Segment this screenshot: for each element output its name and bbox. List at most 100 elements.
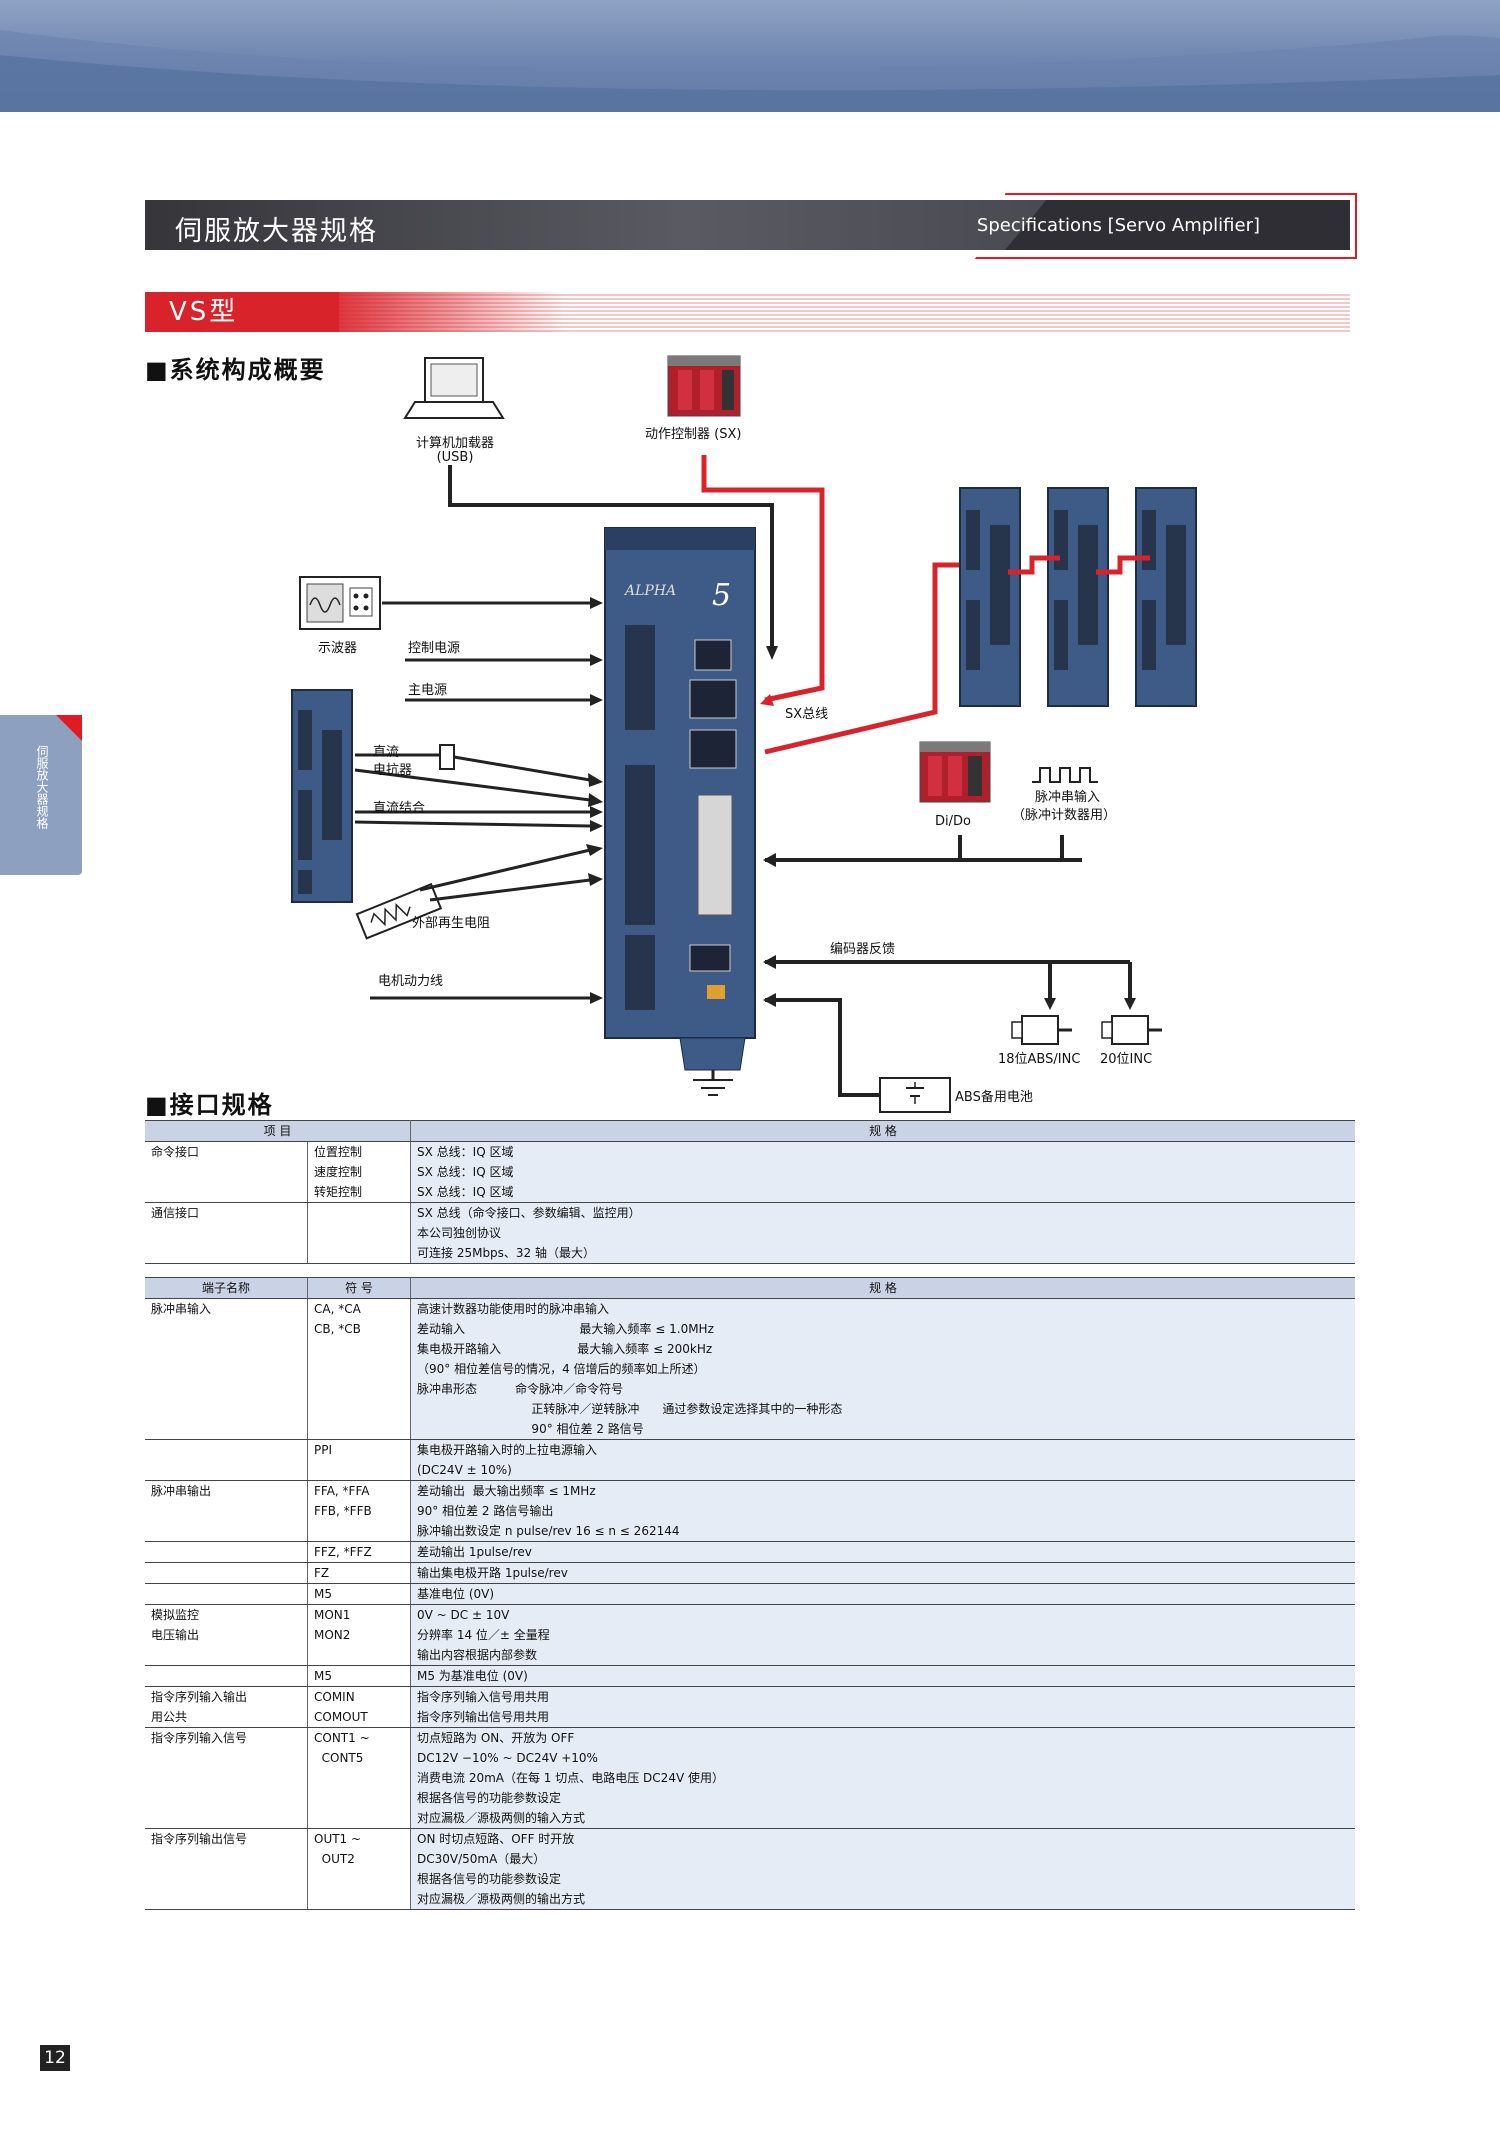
top-banner bbox=[0, 0, 1500, 112]
table-cell-c1: 指令序列输出信号 bbox=[145, 1828, 308, 1849]
table-cell-c2: M5 bbox=[307, 1665, 411, 1687]
label-dido: Di/Do bbox=[935, 814, 971, 829]
pulse-wave-icon bbox=[1032, 767, 1098, 783]
table-cell-c3: 脉冲输出数设定 n pulse/rev 16 ≤ n ≤ 262144 bbox=[410, 1521, 1355, 1542]
table-cell-c3: 根据各信号的功能参数设定 bbox=[410, 1788, 1355, 1808]
table-cell-c1: 脉冲串输入 bbox=[145, 1298, 308, 1319]
table-cell-c1 bbox=[145, 1541, 308, 1563]
regen-resistor-icon bbox=[355, 882, 443, 940]
label-dc-bus: 直流结合 bbox=[373, 801, 426, 816]
table-cell-c1 bbox=[145, 1521, 308, 1542]
table-cell-c2 bbox=[307, 1399, 411, 1419]
label-pulse-in-1: 脉冲串输入 bbox=[1035, 790, 1101, 805]
table-cell-c3: DC12V −10% ~ DC24V +10% bbox=[410, 1748, 1355, 1768]
table-cell-c1 bbox=[145, 1162, 308, 1182]
table-cell-c1 bbox=[145, 1645, 308, 1666]
table-cell-c2: MON1 bbox=[307, 1604, 411, 1625]
side-tab-corner bbox=[56, 715, 82, 741]
table-row: （90° 相位差信号的情况，4 倍增后的频率如上所述） bbox=[145, 1359, 1355, 1379]
table-cell-c2 bbox=[307, 1645, 411, 1666]
header-outline bbox=[975, 193, 1357, 259]
table-cell-c3: 90° 相位差 2 路信号输出 bbox=[410, 1501, 1355, 1521]
table-cell-c1 bbox=[145, 1665, 308, 1687]
label-pc: 计算机加载器 bbox=[415, 436, 494, 451]
table-cell-c3: 脉冲串形态 命令脉冲／命令符号 bbox=[410, 1379, 1355, 1399]
table-cell-c2: OUT1 ~ bbox=[307, 1828, 411, 1849]
label-main-power: 主电源 bbox=[408, 683, 448, 698]
table-cell-c3: 消费电流 20mA（在每 1 切点、电路电压 DC24V 使用） bbox=[410, 1768, 1355, 1788]
table-cell-c1 bbox=[145, 1379, 308, 1399]
label-enc20: 20位INC bbox=[1100, 1052, 1153, 1067]
label-regen-resistor: 外部再生电阻 bbox=[412, 916, 491, 931]
svg-text:5: 5 bbox=[712, 578, 731, 613]
table-cell-c3: M5 为基准电位 (0V) bbox=[410, 1665, 1355, 1687]
table-row: 输出内容根据内部参数 bbox=[145, 1645, 1355, 1666]
table-cell-c3: 对应漏极／源极两侧的输入方式 bbox=[410, 1808, 1355, 1829]
header-title-en: Specifications [Servo Amplifier] bbox=[976, 215, 1260, 236]
table-cell-c3: 切点短路为 ON、开放为 OFF bbox=[410, 1727, 1355, 1748]
table-cell-c2 bbox=[307, 1379, 411, 1399]
header-title-zh: 伺服放大器规格 bbox=[175, 216, 378, 247]
table-cell-c3: 差动输出 最大输出频率 ≤ 1MHz bbox=[410, 1480, 1355, 1501]
table-cell-c2 bbox=[307, 1223, 411, 1243]
model-label: VS型 bbox=[145, 292, 339, 332]
dido-unit-icon bbox=[919, 741, 991, 803]
table-cell-c3: SX 总线：IQ 区域 bbox=[410, 1162, 1355, 1182]
table-cell-c1: 命令接口 bbox=[145, 1141, 308, 1162]
table-cell-c2: FFZ, *FFZ bbox=[307, 1541, 411, 1563]
table-cell-c1 bbox=[145, 1768, 308, 1788]
table-cell-c2 bbox=[307, 1768, 411, 1788]
table-row: 正转脉冲／逆转脉冲 通过参数设定选择其中的一种形态 bbox=[145, 1399, 1355, 1419]
table-cell-c3: 0V ~ DC ± 10V bbox=[410, 1604, 1355, 1625]
table-row: 对应漏极／源极两侧的输入方式 bbox=[145, 1808, 1355, 1829]
table-cell-c1 bbox=[145, 1419, 308, 1440]
table-cell-c1 bbox=[145, 1748, 308, 1768]
table-cell-c3: 90° 相位差 2 路信号 bbox=[410, 1419, 1355, 1440]
section-header: 伺服放大器规格 Specifications [Servo Amplifier] bbox=[145, 200, 1350, 250]
table-cell-c1 bbox=[145, 1399, 308, 1419]
oscilloscope-icon bbox=[299, 576, 381, 630]
table-row: 本公司独创协议 bbox=[145, 1223, 1355, 1243]
table-cell-c1: 脉冲串输出 bbox=[145, 1480, 308, 1501]
table-cell-c3: SX 总线（命令接口、参数编辑、监控用） bbox=[410, 1202, 1355, 1223]
table-cell-c3: 差动输出 1pulse/rev bbox=[410, 1541, 1355, 1563]
table-cell-c1 bbox=[145, 1583, 308, 1605]
table-cell-c1: 电压输出 bbox=[145, 1625, 308, 1645]
table-cell-c2: MON2 bbox=[307, 1625, 411, 1645]
table-cell-c2: 速度控制 bbox=[307, 1162, 411, 1182]
table-cell-c3: SX 总线：IQ 区域 bbox=[410, 1182, 1355, 1203]
table-cell-c3: 可连接 25Mbps、32 轴（最大） bbox=[410, 1243, 1355, 1264]
table-cell-c3: ON 时切点短路、OFF 时开放 bbox=[410, 1828, 1355, 1849]
table-cell-c2: 转矩控制 bbox=[307, 1182, 411, 1203]
table-cell-c2: CA, *CA bbox=[307, 1298, 411, 1319]
main-servo-amplifier: ALPHA 5 bbox=[604, 527, 756, 1071]
table-cell-c2 bbox=[307, 1889, 411, 1910]
table-cell-c2: 位置控制 bbox=[307, 1141, 411, 1162]
motion-controller-icon bbox=[667, 355, 741, 417]
battery-icon bbox=[879, 1077, 951, 1113]
table-cell-c2: FFA, *FFA bbox=[307, 1480, 411, 1501]
label-battery: ABS备用电池 bbox=[955, 1090, 1033, 1105]
table-cell-c2 bbox=[307, 1359, 411, 1379]
table-cell-c3: 分辨率 14 位／± 全量程 bbox=[410, 1625, 1355, 1645]
motor-18bit-icon bbox=[1011, 1015, 1072, 1045]
table-cell-c2 bbox=[307, 1869, 411, 1889]
table-cell-c1 bbox=[145, 1501, 308, 1521]
table-cell-c1: 指令序列输入信号 bbox=[145, 1727, 308, 1748]
